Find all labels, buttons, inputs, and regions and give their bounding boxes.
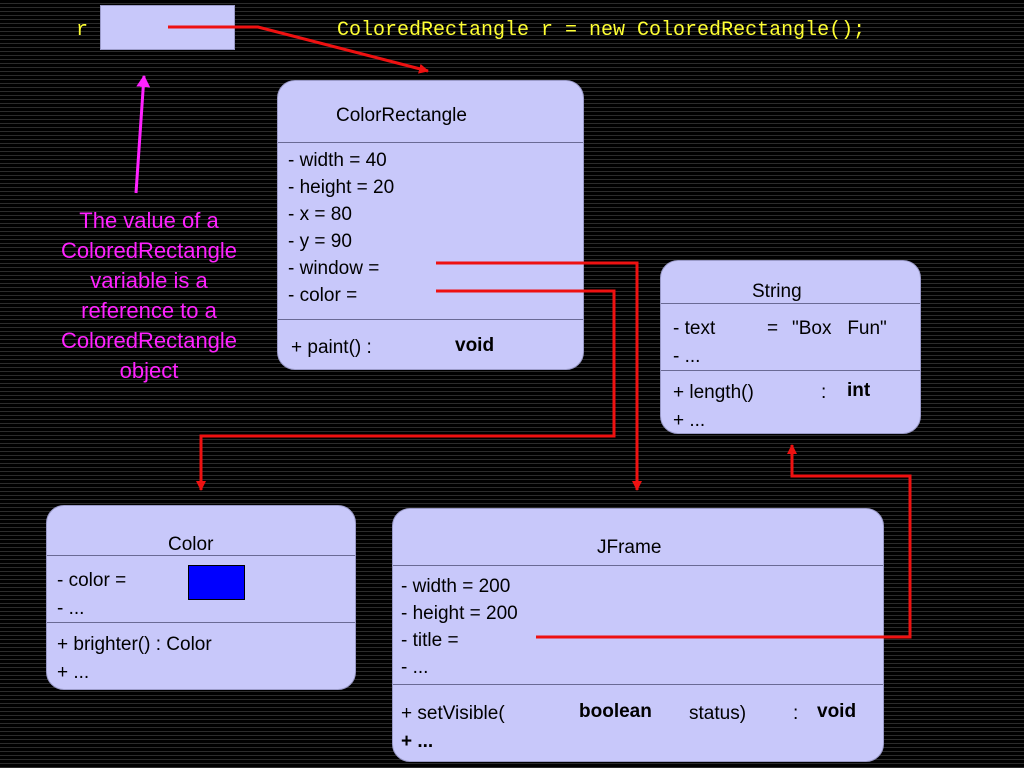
object-title: JFrame bbox=[597, 537, 662, 558]
field-equals: = bbox=[767, 318, 779, 339]
divider bbox=[661, 370, 920, 371]
annotation-line: reference to a bbox=[81, 298, 217, 323]
method-return-type: int bbox=[847, 380, 871, 401]
method-return-type: void bbox=[455, 335, 495, 356]
method-paint: + paint() : bbox=[291, 337, 372, 358]
field-text-value: "Box Fun" bbox=[792, 318, 887, 339]
field-height: - height = 200 bbox=[401, 603, 518, 624]
field-height: - height = 20 bbox=[288, 177, 395, 198]
field-more: - ... bbox=[401, 657, 429, 678]
string-object: String - text = "Box Fun" - ... + length… bbox=[660, 260, 921, 434]
object-title: Color bbox=[168, 534, 214, 555]
code-statement: ColoredRectangle r = new ColoredRectangl… bbox=[337, 19, 866, 42]
method-more: + ... bbox=[401, 731, 434, 752]
field-text: - text bbox=[673, 318, 716, 339]
divider bbox=[47, 622, 355, 623]
field-title: - title = bbox=[401, 630, 459, 651]
method-colon: : bbox=[821, 382, 827, 403]
method-colon: : bbox=[793, 703, 799, 724]
object-title: String bbox=[752, 281, 802, 302]
field-more: - ... bbox=[673, 346, 701, 367]
object-title: ColorRectangle bbox=[336, 105, 467, 126]
divider bbox=[278, 319, 583, 320]
divider bbox=[393, 684, 883, 685]
arrow-annotation-to-r bbox=[134, 75, 151, 194]
method-brighter: + brighter() : Color bbox=[57, 634, 212, 655]
field-y: - y = 90 bbox=[288, 231, 352, 252]
method-more: + ... bbox=[57, 662, 90, 683]
divider bbox=[47, 555, 355, 556]
annotation-line: The value of a bbox=[79, 208, 219, 233]
annotation-line: ColoredRectangle bbox=[60, 328, 238, 353]
divider bbox=[278, 142, 583, 143]
field-color: - color = bbox=[57, 570, 127, 591]
divider bbox=[393, 565, 883, 566]
annotation-line: variable is a bbox=[90, 268, 208, 293]
annotation-text: The value of a ColoredRectangle variable… bbox=[40, 206, 258, 386]
field-width: - width = 200 bbox=[401, 576, 511, 597]
method-more: + ... bbox=[673, 410, 706, 431]
field-window: - window = bbox=[288, 258, 380, 279]
arrow-title-to-string bbox=[536, 444, 912, 639]
arrow-window-to-jframe bbox=[436, 261, 642, 491]
field-more: - ... bbox=[57, 598, 85, 619]
colored-rectangle-object: ColorRectangle - width = 40 - height = 2… bbox=[277, 80, 584, 370]
annotation-line: ColoredRectangle bbox=[60, 238, 238, 263]
color-swatch bbox=[188, 565, 245, 600]
field-x: - x = 80 bbox=[288, 204, 352, 225]
method-param-type: boolean bbox=[579, 701, 652, 722]
variable-name: r bbox=[76, 19, 89, 42]
color-object: Color - color = - ... + brighter() : Col… bbox=[46, 505, 356, 690]
arrow-color-to-color bbox=[196, 289, 616, 491]
arrow-r-to-object bbox=[168, 25, 429, 74]
method-length: + length() bbox=[673, 382, 754, 403]
divider bbox=[661, 303, 920, 304]
annotation-line: object bbox=[119, 358, 179, 383]
method-setvisible: + setVisible( bbox=[401, 703, 505, 724]
method-param-name: status) bbox=[689, 703, 747, 724]
jframe-object: JFrame - width = 200 - height = 200 - ti… bbox=[392, 508, 884, 762]
field-color: - color = bbox=[288, 285, 358, 306]
method-return-type: void bbox=[817, 701, 857, 722]
field-width: - width = 40 bbox=[288, 150, 387, 171]
